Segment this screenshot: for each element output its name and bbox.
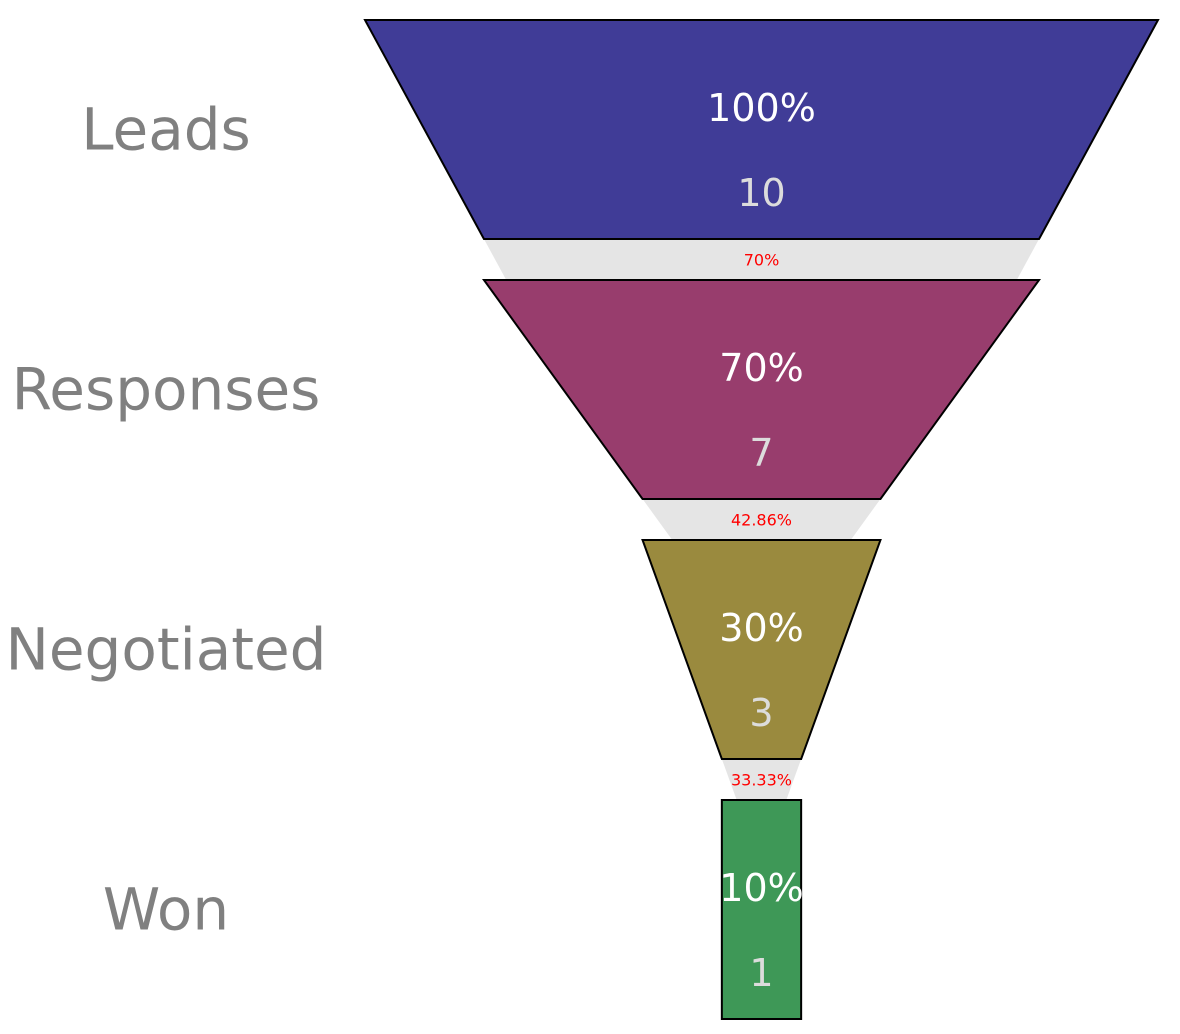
funnel-stage-leads (363, 19, 1160, 240)
stage-label-leads: Leads (81, 96, 251, 164)
funnel-stage-negotiated (641, 539, 882, 760)
stage-percent-negotiated: 30% (719, 606, 803, 650)
stage-value-responses: 7 (749, 431, 773, 475)
conversion-label-1: 70% (744, 251, 780, 270)
stage-label-responses: Responses (12, 356, 321, 424)
funnel-stage-won (720, 799, 803, 1020)
stage-label-won: Won (103, 876, 229, 944)
stage-label-negotiated: Negotiated (5, 616, 326, 684)
funnel-connector-1 (483, 239, 1040, 280)
funnel-connector-2 (642, 499, 881, 540)
label-layer: Leads Responses Negotiated Won 100% 70% … (5, 86, 815, 995)
stage-percent-responses: 70% (719, 346, 803, 390)
stage-value-negotiated: 3 (749, 691, 773, 735)
stage-value-leads: 10 (737, 171, 785, 215)
stage-value-won: 1 (749, 951, 773, 995)
stage-percent-leads: 100% (707, 86, 816, 130)
funnel-stage-responses (481, 279, 1042, 500)
connector-layer (483, 239, 1040, 800)
funnel-connector-3 (721, 759, 802, 800)
conversion-label-2: 42.86% (731, 511, 792, 530)
stage-layer (363, 19, 1160, 1020)
stage-percent-won: 10% (719, 866, 803, 910)
conversion-label-3: 33.33% (731, 771, 792, 790)
